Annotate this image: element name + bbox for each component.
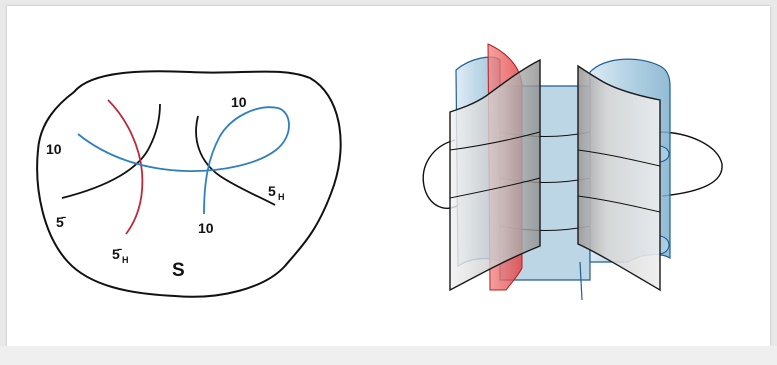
grey-right-ring-1	[577, 149, 661, 167]
blue-tab-upper	[659, 145, 670, 163]
grey-sheet-left	[449, 58, 541, 292]
label-ten-top: 10	[231, 94, 247, 110]
label-surface-s: S	[172, 260, 185, 281]
right-diagram	[422, 43, 723, 301]
bottom-strip	[0, 346, 777, 365]
surface-outline	[36, 70, 342, 298]
left-diagram: 10 10 10 5̄ 5̄ H 5 H S	[36, 70, 342, 298]
left-loop	[422, 139, 461, 209]
grey-left-ring-1	[449, 131, 541, 151]
blue-stem	[579, 261, 583, 301]
label-five-h-sub: H	[278, 192, 285, 202]
five-h-curve	[195, 115, 276, 206]
five-bar-curve	[61, 103, 161, 199]
blue-tab-lower	[659, 235, 670, 255]
grey-sheet-right	[577, 64, 661, 292]
label-five-h: 5	[268, 183, 276, 199]
ten-curve	[77, 106, 290, 215]
grey-left-ring-2	[449, 177, 541, 199]
label-ten-bottom: 10	[198, 220, 214, 236]
label-ten-left: 10	[46, 141, 62, 157]
grey-right-ring-2	[577, 195, 661, 213]
five-bar-h-curve	[107, 99, 144, 235]
label-five-bar-h-sub: H	[122, 255, 129, 265]
right-loop	[657, 131, 723, 197]
label-five-bar: 5̄	[56, 214, 67, 230]
label-five-bar-h: 5̄	[112, 246, 123, 262]
